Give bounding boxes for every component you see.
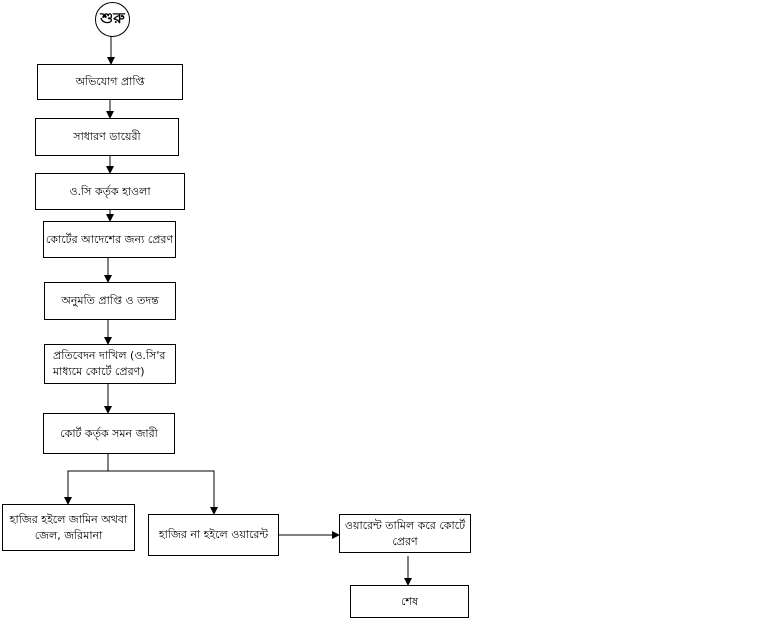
- step-present: হাজির হইলে জামিন অথবা জেল, জরিমানা: [2, 504, 135, 551]
- step-oc-handover: ও.সি কর্তৃক হাওলা: [35, 173, 185, 210]
- step-end: শেষ: [350, 585, 469, 618]
- step-absent-label: হাজির না হইলে ওয়ারেন্ট: [158, 528, 269, 541]
- step-complaint: অভিযোগ প্রাপ্তি: [37, 64, 183, 100]
- step-permission: অনুমতি প্রাপ্তি ও তদন্ত: [44, 282, 176, 320]
- step-summons-label: কোর্ট কর্তৃক সমন জারী: [60, 426, 158, 440]
- connector-summons-branch: [64, 454, 109, 505]
- step-end-label: শেষ: [400, 594, 419, 608]
- step-summons: কোর্ট কর্তৃক সমন জারী: [43, 413, 175, 454]
- step-court-order: কোর্টের আদেশের জন্য প্রেরণ: [43, 221, 176, 258]
- step-court-order-label: কোর্টের আদেশের জন্য প্রেরণ: [45, 232, 174, 246]
- step-report-label: প্রতিবেদন দাখিল (ও.সি'র মাধ্যমে কোর্টে প…: [53, 349, 166, 378]
- start-node: শুরু: [95, 2, 130, 37]
- step-absent: হাজির না হইলে ওয়ারেন্ট: [148, 514, 279, 556]
- step-report: প্রতিবেদন দাখিল (ও.সি'র মাধ্যমে কোর্টে প…: [44, 344, 176, 384]
- step-present-label: হাজির হইলে জামিন অথবা জেল, জরিমানা: [9, 512, 128, 542]
- step-general-diary: সাধারণ ডায়েরী: [35, 118, 179, 156]
- step-warrant-label: ওয়ারেন্ট তামিল করে কোর্টে প্রেরণ: [344, 518, 466, 548]
- step-warrant: ওয়ারেন্ট তামিল করে কোর্টে প্রেরণ: [339, 514, 471, 553]
- step-general-diary-label: সাধারণ ডায়েরী: [73, 130, 141, 143]
- start-label: শুরু: [100, 9, 125, 27]
- connector-summons-branch-right: [108, 470, 218, 515]
- step-complaint-label: অভিযোগ প্রাপ্তি: [75, 75, 145, 88]
- step-oc-handover-label: ও.সি কর্তৃক হাওলা: [69, 184, 151, 198]
- step-permission-label: অনুমতি প্রাপ্তি ও তদন্ত: [61, 294, 159, 307]
